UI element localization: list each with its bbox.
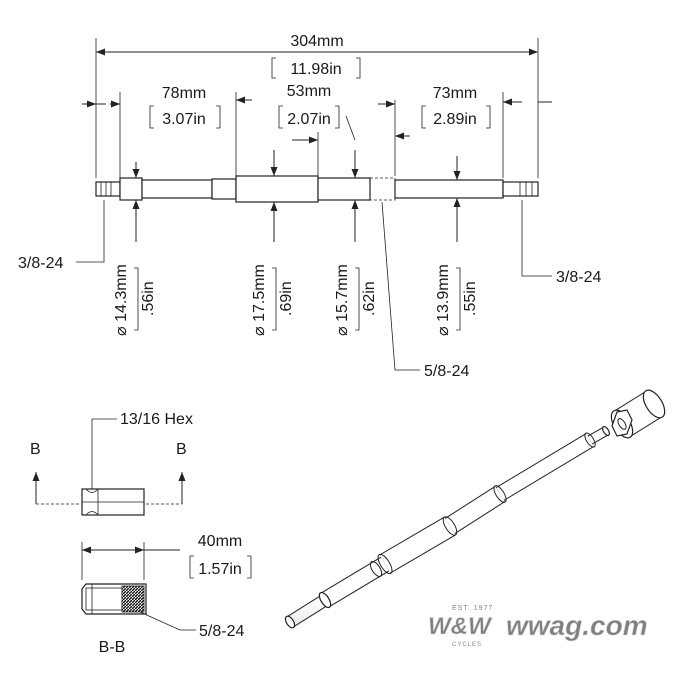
- dia3-label: ⌀ 15.7mm .62in: [334, 264, 378, 336]
- dia1-label: ⌀ 14.3mm .56in: [113, 264, 157, 336]
- overall-dim-in: 11.98in: [290, 61, 341, 78]
- thread-right-label: 3/8-24: [556, 269, 601, 286]
- watermark-est: EST. 1977: [452, 605, 493, 612]
- nut-section-view: [81, 583, 147, 615]
- watermark-sub: CYCLES: [452, 642, 482, 648]
- left-thread-end: [95, 181, 121, 197]
- right-dim-mm: 73mm: [433, 85, 477, 102]
- hex-label: 13/16 Hex: [120, 411, 193, 428]
- left-dim-in: 3.07in: [162, 111, 206, 128]
- left-bracket-r: [216, 105, 221, 129]
- leader-thread-left: [76, 200, 105, 263]
- nut-length-mm: 40mm: [198, 533, 242, 550]
- watermark-logo: EST. 1977 W&W CYCLES wwag.com: [428, 605, 648, 648]
- watermark-site: wwag.com: [506, 610, 648, 641]
- right-thread-end: [502, 181, 539, 197]
- middle-dim-in: 2.07in: [287, 111, 331, 128]
- bracket-right: [356, 57, 361, 79]
- mid-bracket-r: [335, 105, 340, 129]
- left-shaft-section: [141, 179, 213, 199]
- thread-hidden-section: [369, 177, 396, 201]
- nut-views: 13/16 Hex B B 40mm 1.57in 5/8-24 B-B: [30, 411, 252, 656]
- dia4-mm: 13.9mm: [435, 264, 452, 322]
- middle-dim-mm: 53mm: [287, 83, 331, 100]
- nut-length-in: 1.57in: [198, 561, 242, 578]
- mid-leader: [345, 115, 356, 141]
- dia4-in: .55in: [462, 281, 479, 316]
- shaft-profile: [95, 175, 539, 203]
- thread-middle-label: 5/8-24: [424, 363, 469, 380]
- isometric-shaft-view: [284, 389, 666, 629]
- section-view-label: B-B: [99, 639, 126, 656]
- svg-text:⌀ 17.5mm: ⌀ 17.5mm: [251, 264, 268, 336]
- hex-leader: [91, 418, 117, 492]
- leader-thread-right: [521, 200, 552, 277]
- dia3-in: .62in: [361, 281, 378, 316]
- right-dim-in: 2.89in: [433, 111, 477, 128]
- left-collar: [119, 177, 143, 201]
- shaft-elevation-view: 304mm 11.98in 78mm 3.07in 53mm 2.07in 73…: [18, 33, 601, 380]
- dia1-mm: 14.3mm: [113, 264, 130, 322]
- left-dim-mm: 78mm: [162, 85, 206, 102]
- right-bracket-r: [486, 105, 491, 129]
- mid-bracket-l: [278, 105, 283, 129]
- section-label-left: B: [30, 441, 41, 458]
- isometric-nut: [610, 389, 666, 439]
- left-bracket-l: [149, 105, 154, 129]
- svg-text:⌀ 14.3mm: ⌀ 14.3mm: [113, 264, 130, 336]
- svg-text:⌀ 15.7mm: ⌀ 15.7mm: [334, 264, 351, 336]
- watermark-brand: W&W: [428, 613, 493, 640]
- svg-text:⌀ 13.9mm: ⌀ 13.9mm: [435, 264, 452, 336]
- dia3-mm: 15.7mm: [334, 264, 351, 322]
- mid-section: [317, 177, 371, 201]
- left-transition: [211, 178, 237, 200]
- main-large-section: [235, 175, 319, 203]
- nut-thread-hatch: [121, 585, 145, 613]
- nut-thread-leader: [139, 611, 196, 631]
- bracket-left: [271, 57, 276, 79]
- overall-dim-mm: 304mm: [290, 33, 343, 50]
- nut-thread-label: 5/8-24: [199, 623, 244, 640]
- dia4-label: ⌀ 13.9mm .55in: [435, 264, 479, 336]
- leader-thread-middle: [381, 201, 420, 371]
- dia2-in: .69in: [278, 281, 295, 316]
- dia1-in: .56in: [140, 281, 157, 316]
- dia2-label: ⌀ 17.5mm .69in: [251, 264, 295, 336]
- right-bracket-l: [421, 105, 426, 129]
- section-label-right: B: [176, 441, 187, 458]
- right-shaft-section: [394, 179, 504, 199]
- thread-left-label: 3/8-24: [18, 255, 63, 272]
- dia2-mm: 17.5mm: [251, 264, 268, 322]
